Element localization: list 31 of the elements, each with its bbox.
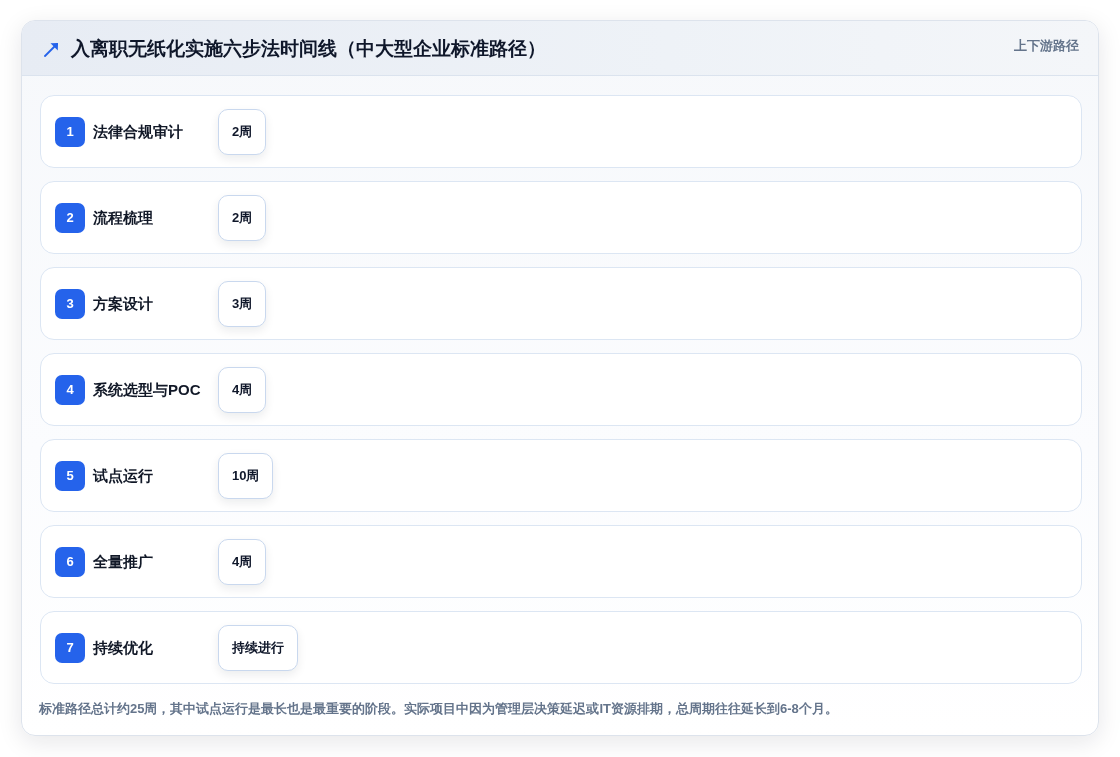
title: 入离职无纸化实施六步法时间线（中大型企业标准路径） — [71, 37, 546, 61]
step-row — [40, 353, 1082, 426]
step-name: 持续优化 — [93, 638, 153, 658]
duration-pill: 2周 — [218, 109, 267, 155]
step-number-badge: 5 — [55, 461, 85, 491]
duration-pill: 持续进行 — [218, 625, 298, 671]
step-row — [40, 181, 1082, 254]
duration-pill: 10周 — [218, 453, 274, 499]
step-number-badge: 4 — [55, 375, 85, 405]
footnote-text: 标准路径总计约25周，其中试点运行是最长也是最重要的阶段。实际项目中因为管理层决策延迟或IT资源排期，总周期往往延长到6-8个月。 — [39, 700, 838, 718]
step-number-badge: 7 — [55, 633, 85, 663]
step-row — [40, 439, 1082, 512]
step-number-badge: 1 — [55, 117, 85, 147]
header-note: 上下游路径 — [1014, 37, 1079, 55]
step-name: 方案设计 — [93, 294, 153, 314]
step-name: 法律合规审计 — [93, 122, 183, 142]
step-name: 试点运行 — [93, 466, 153, 486]
duration-pill: 3周 — [218, 281, 267, 327]
step-row — [40, 95, 1082, 168]
step-name: 流程梳理 — [93, 208, 153, 228]
step-number-badge: 3 — [55, 289, 85, 319]
step-number-badge: 6 — [55, 547, 85, 577]
step-row — [40, 267, 1082, 340]
step-row — [40, 525, 1082, 598]
duration-pill: 4周 — [218, 367, 267, 413]
duration-pill: 4周 — [218, 539, 267, 585]
step-number-badge: 2 — [55, 203, 85, 233]
duration-pill: 2周 — [218, 195, 267, 241]
step-name: 系统选型与POC — [93, 380, 201, 400]
step-name: 全量推广 — [93, 552, 153, 572]
step-row — [40, 611, 1082, 684]
